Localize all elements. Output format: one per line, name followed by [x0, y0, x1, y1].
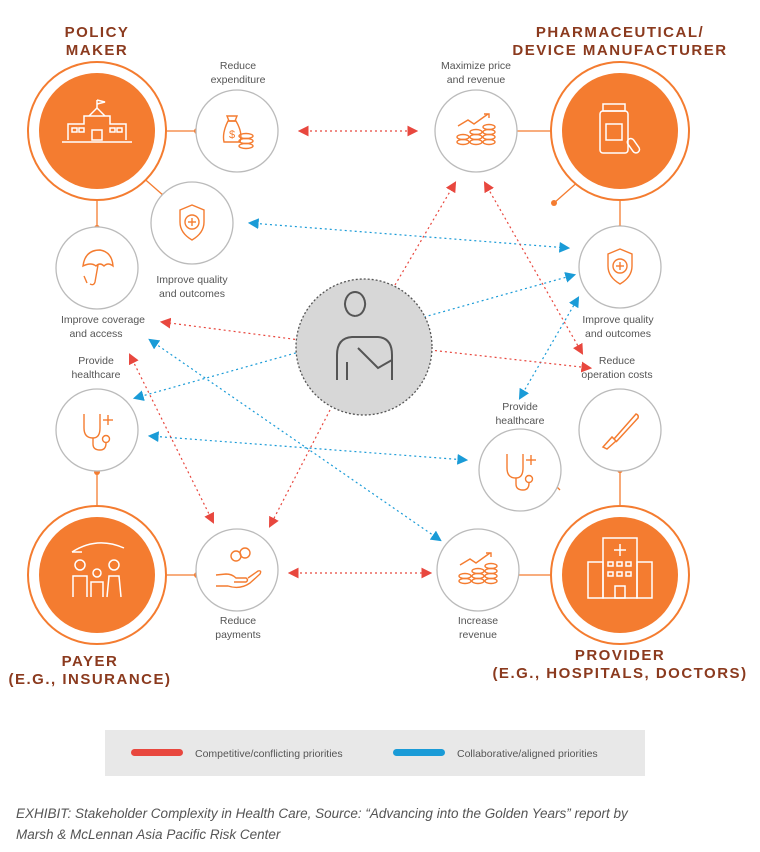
payer-title-line2: (E.G., INSURANCE)	[8, 671, 171, 688]
medicine-bottle-icon	[599, 103, 641, 154]
priority-reduce-operation	[578, 388, 662, 472]
arrow-blue-provider-pharma	[518, 296, 580, 400]
reduce-operation-label-1: Reduce	[599, 355, 635, 367]
arrow-blue-healthcare-healthcare	[147, 431, 469, 465]
hospital-icon	[587, 537, 653, 599]
patient-center	[295, 278, 433, 416]
payer-title-line1: PAYER	[62, 653, 119, 670]
improve-coverage-label-2: and access	[69, 328, 122, 340]
priority-improve-coverage	[55, 226, 139, 310]
caption-line-2: Marsh & McLennan Asia Pacific Risk Cente…	[16, 827, 281, 842]
priority-reduce-payments	[195, 528, 279, 612]
reduce-payments-label-1: Reduce	[220, 615, 256, 627]
provide-healthcare-provider-label-2: healthcare	[495, 415, 544, 427]
increase-revenue-label-2: revenue	[459, 629, 497, 641]
arrow-red-center-maximize	[394, 181, 457, 286]
legend-swatch-competitive	[131, 749, 183, 756]
relationship-arrows	[129, 125, 593, 579]
exhibit-caption: EXHIBIT: Stakeholder Complexity in Healt…	[16, 803, 746, 845]
policy-maker-title-line2: MAKER	[66, 42, 129, 59]
money-bag-icon	[222, 115, 254, 150]
improve-coverage-label-1: Improve coverage	[61, 314, 145, 326]
hand-coins-icon	[215, 547, 262, 589]
dollar-sign-icon: $	[229, 129, 235, 141]
legend: Competitive/conflicting priorities Colla…	[105, 730, 645, 776]
pharma-title-line2: DEVICE MANUFACTURER	[512, 42, 727, 59]
family-protection-icon	[71, 542, 125, 598]
arrow-red-center-payments	[269, 409, 331, 528]
patient-arm-sling-icon	[336, 291, 393, 380]
increase-revenue-label-1: Increase	[458, 615, 498, 627]
priority-improve-quality-policy	[150, 181, 234, 265]
stakeholder-policy-maker	[27, 61, 167, 201]
pharma-title-line1: PHARMACEUTICAL/	[536, 24, 704, 41]
improve-quality-pharma-label-2: and outcomes	[585, 328, 651, 340]
improve-quality-pharma-label-1: Improve quality	[582, 314, 654, 326]
legend-box	[105, 730, 645, 776]
provide-healthcare-payer-label-1: Provide	[78, 355, 114, 367]
priority-improve-quality-pharma	[578, 225, 662, 309]
priority-reduce-expenditure: $	[195, 89, 279, 173]
stethoscope-icon	[506, 454, 536, 491]
stakeholder-pharma	[550, 61, 690, 201]
reduce-expenditure-label-2: expenditure	[211, 74, 266, 86]
scalpel-icon	[601, 413, 639, 450]
shield-cross-icon	[179, 204, 205, 241]
legend-label-collaborative: Collaborative/aligned priorities	[457, 748, 598, 760]
reduce-expenditure-label-1: Reduce	[220, 60, 256, 72]
shield-cross-icon	[607, 248, 633, 285]
provider-title-line1: PROVIDER	[575, 647, 665, 664]
maximize-price-label-1: Maximize price	[441, 60, 511, 72]
coins-growth-icon	[456, 113, 496, 146]
priority-maximize-price	[434, 89, 518, 173]
provide-healthcare-payer-label-2: healthcare	[71, 369, 120, 381]
priority-provide-healthcare-payer	[55, 388, 139, 472]
arrow-red-maximize-operation	[483, 181, 584, 355]
priority-increase-revenue	[436, 528, 520, 612]
priority-provide-healthcare-provider	[478, 428, 562, 512]
arrow-red-center-coverage	[159, 317, 301, 341]
arrow-blue-coverage-revenue	[148, 338, 442, 542]
arrow-red-center-operation	[429, 349, 593, 373]
provider-title-line2: (E.G., HOSPITALS, DOCTORS)	[492, 665, 747, 682]
improve-quality-policy-label-2: and outcomes	[159, 288, 225, 300]
reduce-payments-label-2: payments	[215, 629, 261, 641]
caption-line-1: EXHIBIT: Stakeholder Complexity in Healt…	[16, 806, 628, 821]
stethoscope-icon	[83, 414, 113, 451]
arrow-red-healthcare-payments	[129, 353, 214, 524]
umbrella-icon	[82, 249, 114, 286]
stakeholder-provider	[550, 505, 690, 645]
legend-label-competitive: Competitive/conflicting priorities	[195, 748, 343, 760]
stakeholder-payer	[27, 505, 167, 645]
coins-growth-icon	[458, 552, 498, 585]
improve-quality-policy-label-1: Improve quality	[156, 274, 228, 286]
maximize-price-label-2: and revenue	[447, 74, 506, 86]
provide-healthcare-provider-label-1: Provide	[502, 401, 538, 413]
policy-maker-title-line1: POLICY	[65, 24, 130, 41]
legend-swatch-collaborative	[393, 749, 445, 756]
government-building-icon	[62, 99, 132, 143]
reduce-operation-label-2: operation costs	[581, 369, 652, 381]
